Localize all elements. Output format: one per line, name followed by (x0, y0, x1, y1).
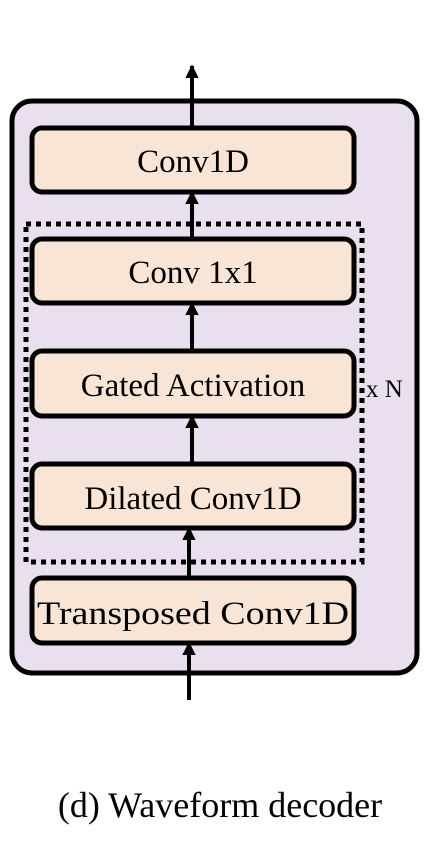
block-gated-activation: Gated Activation (29, 348, 357, 419)
block-dilated-conv1d: Dilated Conv1D (29, 461, 357, 531)
block-conv1d-top-label: Conv1D (137, 144, 249, 180)
block-conv1d-top: Conv1D (29, 125, 357, 195)
block-dilated-conv1d-label: Dilated Conv1D (84, 481, 301, 517)
block-gated-activation-label: Gated Activation (81, 368, 306, 404)
block-conv-1x1: Conv 1x1 (29, 236, 357, 306)
repeat-group-dotted-box (23, 221, 365, 565)
block-transposed-conv1d-label: Transposed Conv1D (37, 596, 349, 632)
block-transposed-conv1d: Transposed Conv1D (29, 575, 357, 646)
figure-caption: (d) Waveform decoder (58, 785, 382, 825)
block-conv-1x1-label: Conv 1x1 (128, 255, 257, 291)
repeat-count-label: x N (366, 376, 403, 403)
